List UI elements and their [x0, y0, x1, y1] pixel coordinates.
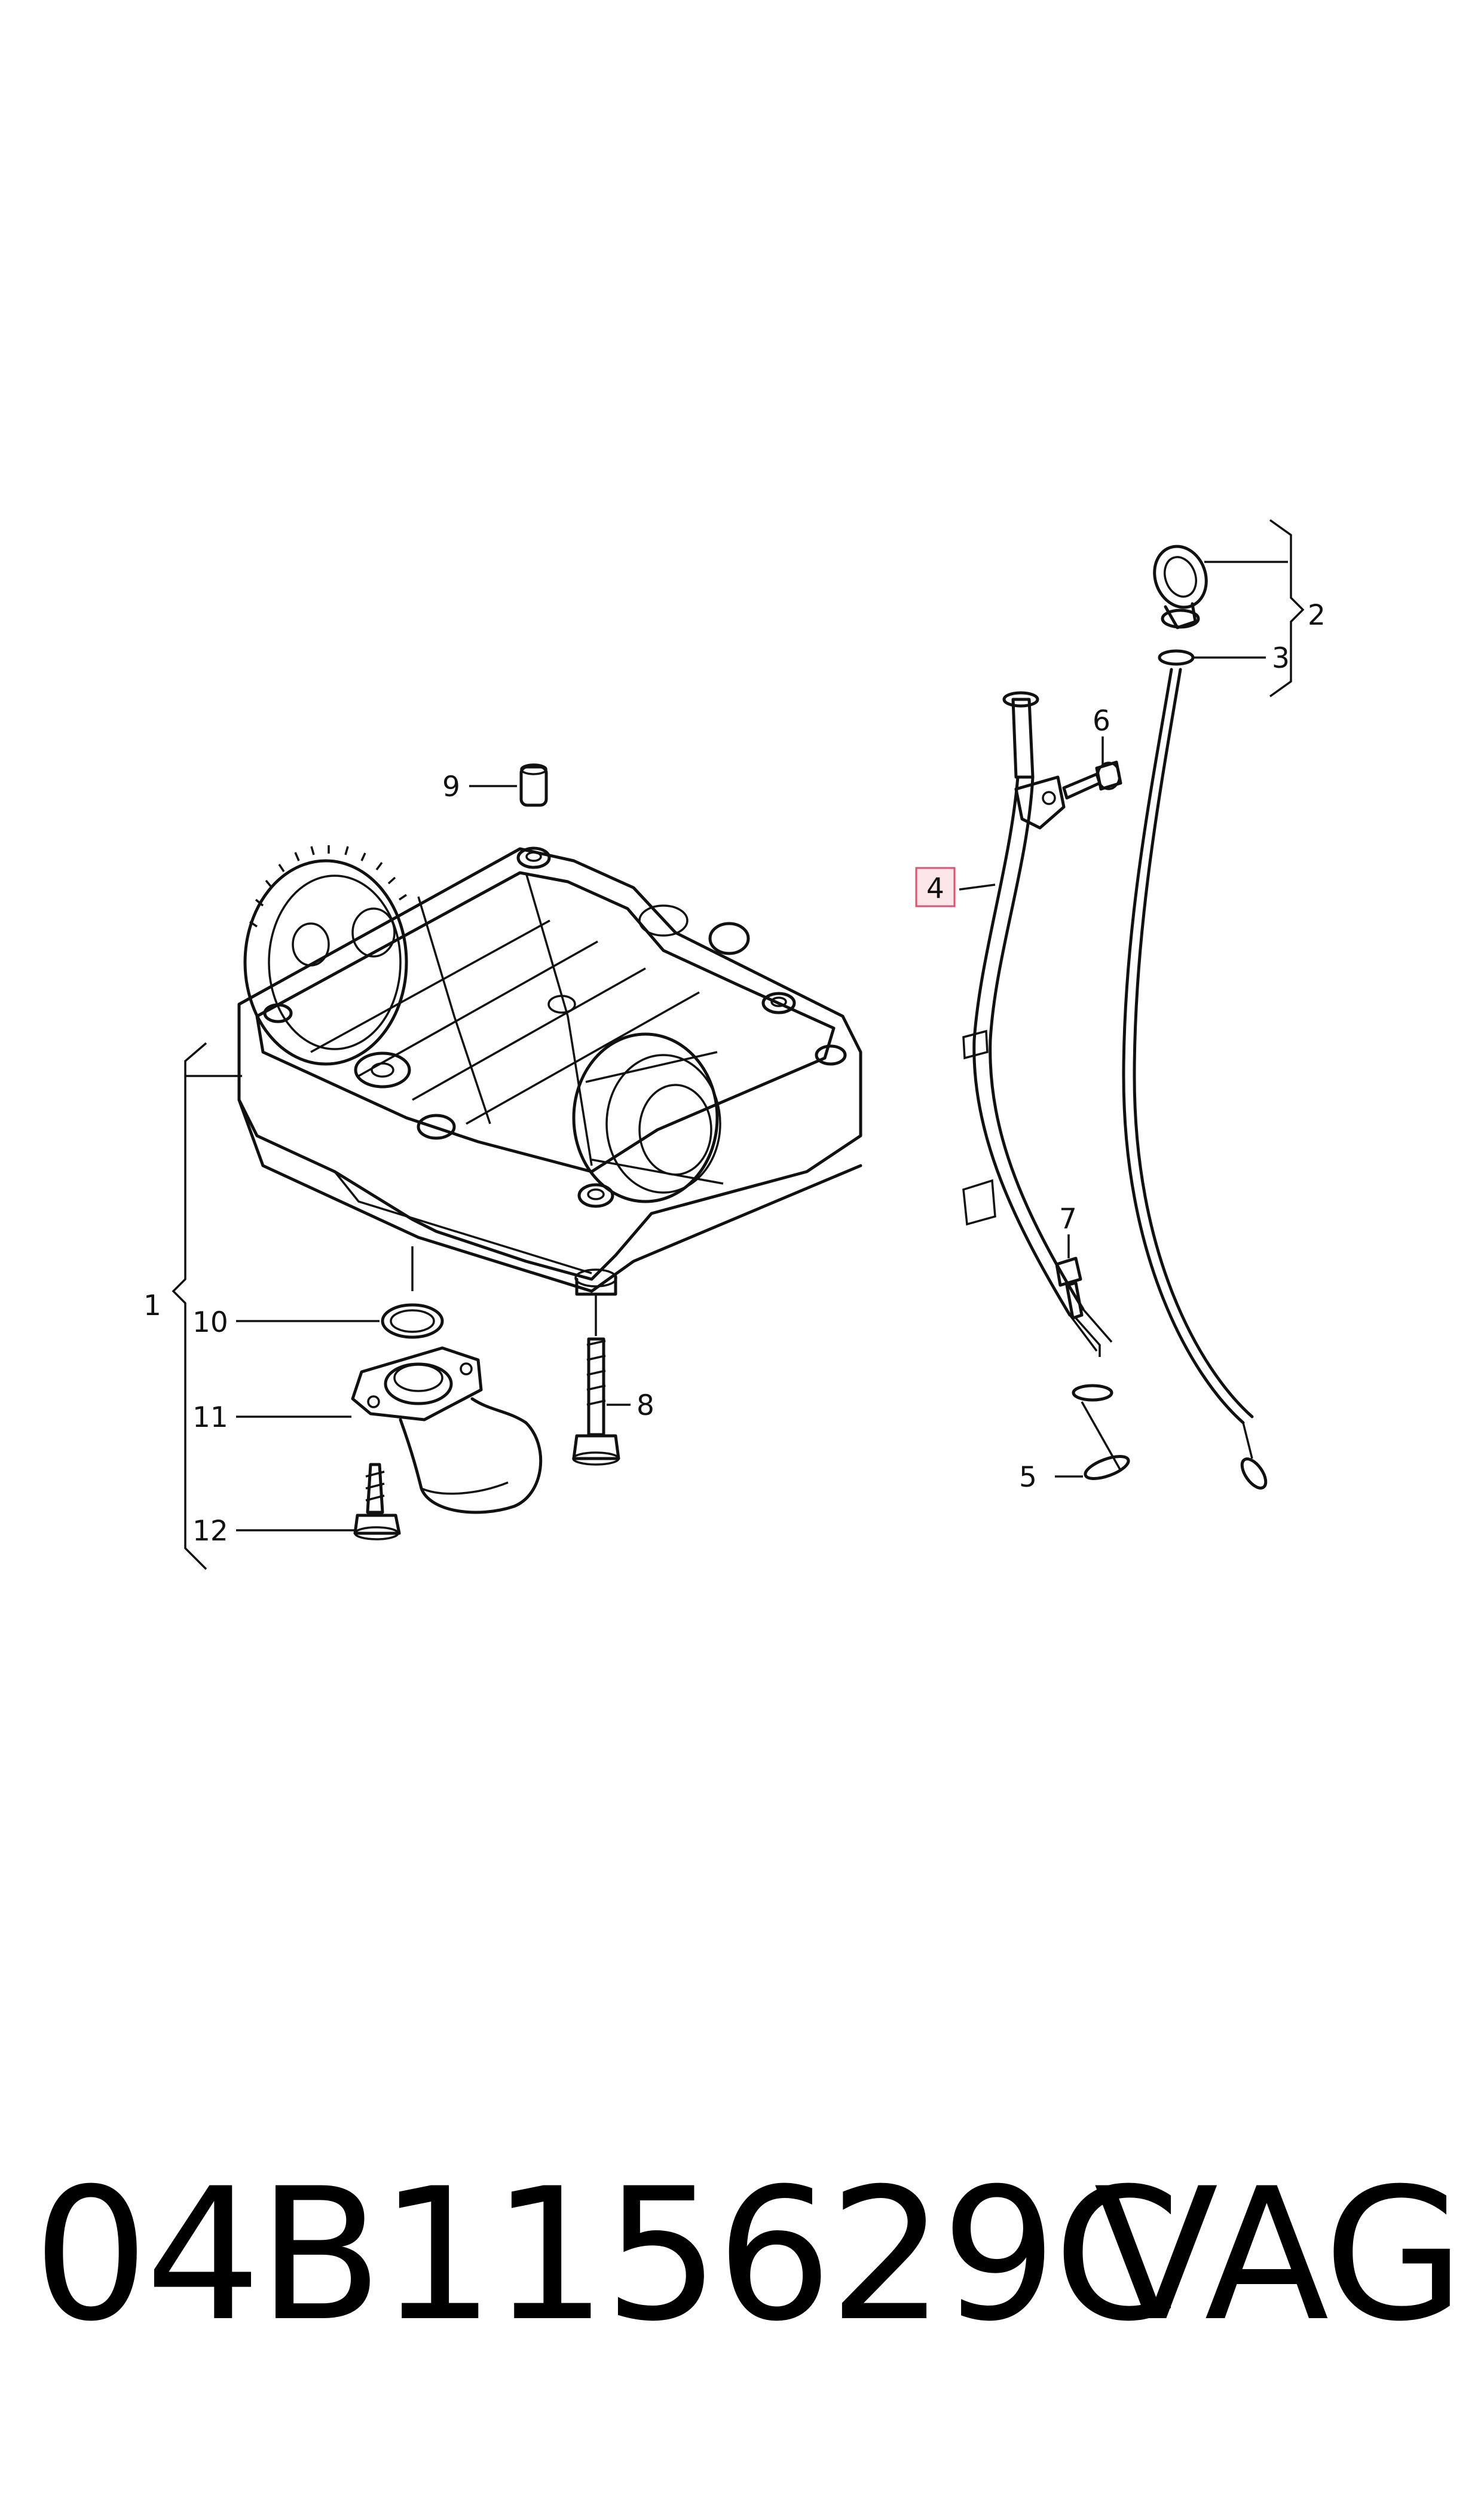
oil-sump-assembly: [237, 845, 862, 1296]
oil-dipstick: [1122, 545, 1268, 1490]
callout-3: 3: [1272, 642, 1290, 675]
sump-body: [237, 847, 862, 1281]
callout-11: 11: [192, 1401, 228, 1434]
seal-ring: [1084, 1455, 1130, 1480]
dowel-sleeve: [519, 763, 548, 807]
part-number: 04B115629C: [33, 2149, 1181, 2361]
leader-lines: [172, 519, 1305, 1570]
callout-2: 2: [1308, 599, 1326, 632]
oil-strainer: [351, 1346, 543, 1514]
brand-name: VAG: [1094, 2149, 1465, 2361]
oil-pump-housing: [572, 1032, 724, 1203]
callout-9: 9: [442, 771, 460, 803]
long-bolt: [572, 1294, 620, 1466]
bracket-bolt: [1062, 760, 1122, 800]
callout-6: 6: [1093, 705, 1110, 738]
callout-10: 10: [192, 1306, 228, 1339]
callout-labels: 1 2 3 4 5 6 7 8 9 10 11 12: [143, 599, 1326, 1548]
callout-4-highlight: [915, 867, 956, 907]
callout-5: 5: [1019, 1461, 1037, 1494]
callout-7: 7: [1059, 1203, 1077, 1236]
gear-wheel: [243, 845, 408, 1066]
callout-8: 8: [637, 1389, 654, 1422]
o-ring: [381, 1303, 444, 1339]
callout-1: 1: [143, 1289, 161, 1322]
small-bolt: [1055, 1257, 1101, 1357]
bolt-bosses: [263, 846, 847, 1208]
self-tapping-screw: [353, 1463, 401, 1540]
callout-12: 12: [192, 1515, 228, 1548]
dipstick-seal: [1158, 649, 1195, 666]
callout-4: 4: [926, 872, 944, 905]
dipstick-guide-tube: [962, 691, 1122, 1471]
